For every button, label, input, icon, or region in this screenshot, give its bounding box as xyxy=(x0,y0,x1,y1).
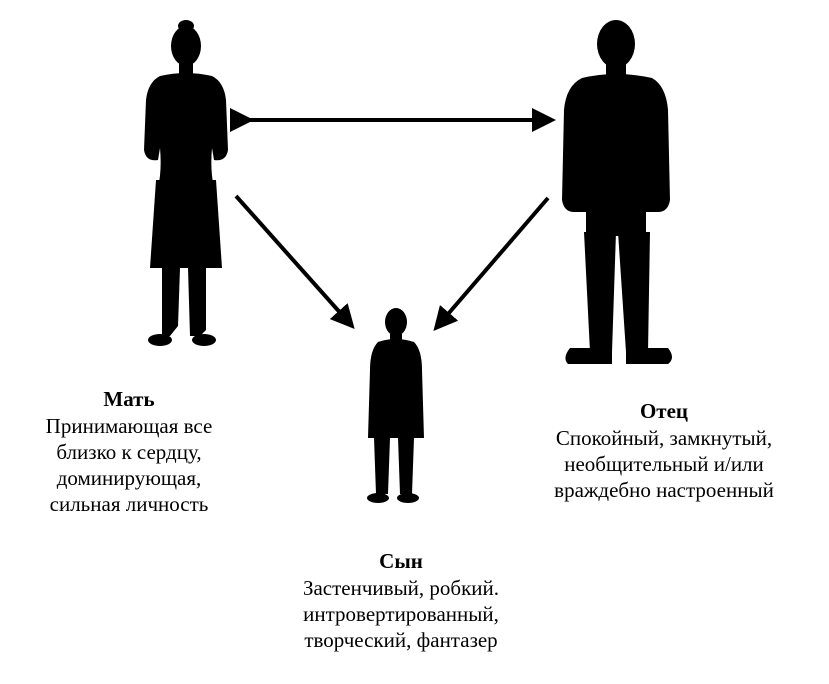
arrow-father-son xyxy=(433,196,550,332)
mother-label: Мать xyxy=(103,387,155,411)
arrow-mother-son xyxy=(234,194,355,329)
father-trait-line: необщительный и/или xyxy=(564,452,764,476)
father-trait-line: враждебно настроенный xyxy=(554,478,774,502)
son-trait-line: интровертированный, xyxy=(303,602,499,626)
mother-trait-line: сильная личность xyxy=(49,492,209,516)
son-trait-line: творческий, фантазер xyxy=(304,628,498,652)
mother-trait-line: Принимающая все xyxy=(45,414,213,438)
father-description: Отец Спокойный, замкнутый, необщительный… xyxy=(518,398,810,503)
son-trait-line: Застенчивый, робкий. xyxy=(302,576,500,600)
son-description: Сын Застенчивый, робкий. интровертирован… xyxy=(256,548,546,653)
mother-trait-line: доминирующая, xyxy=(56,466,202,490)
father-label: Отец xyxy=(639,399,689,423)
mother-silhouette-icon xyxy=(144,20,228,346)
father-trait-line: Спокойный, замкнутый, xyxy=(555,426,773,450)
mother-trait-line: близко к сердцу, xyxy=(56,440,202,464)
son-silhouette-icon xyxy=(367,308,424,503)
son-label: Сын xyxy=(379,549,423,573)
mother-description: Мать Принимающая все близко к сердцу, до… xyxy=(10,386,248,517)
father-silhouette-icon xyxy=(562,20,672,364)
